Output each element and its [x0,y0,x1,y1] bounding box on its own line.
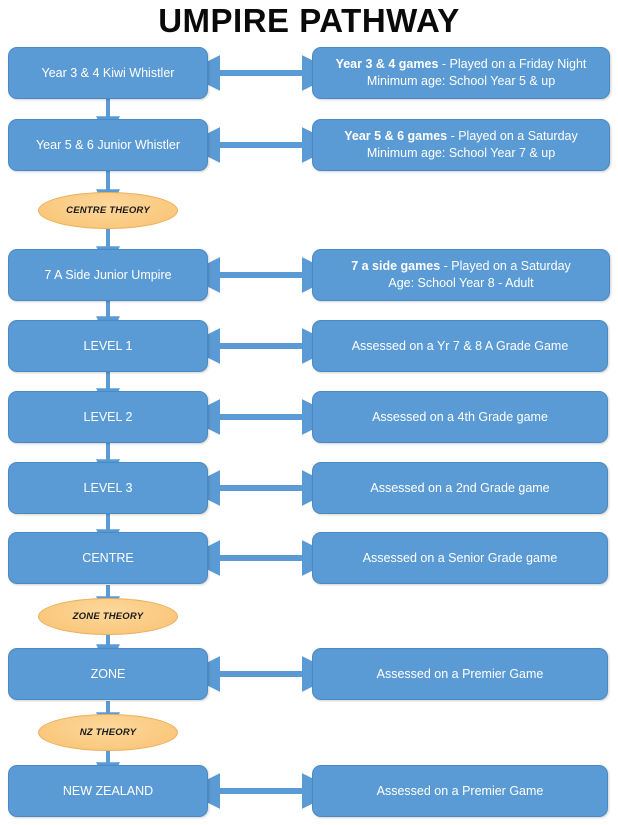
detail-line2: Minimum age: School Year 7 & up [366,146,556,160]
detail-node-seven-a-side-junior-umpire[interactable]: 7 a side games - Played on a Saturday Ag… [312,249,610,301]
level-node-label: LEVEL 3 [83,480,133,495]
theory-gate-label: NZ THEORY [79,727,137,738]
detail-line1-rest: - Played on a Friday Night [438,57,587,71]
theory-gate-zone-theory[interactable]: ZONE THEORY [38,598,178,635]
detail-line1-rest: Assessed on a Premier Game [376,783,544,798]
theory-gate-label: CENTRE THEORY [66,205,150,216]
level-node-level-2[interactable]: LEVEL 2 [8,391,208,443]
theory-gate-centre-theory[interactable]: CENTRE THEORY [38,192,178,229]
detail-node-level-3[interactable]: Assessed on a 2nd Grade game [312,462,608,514]
theory-gate-nz-theory[interactable]: NZ THEORY [38,714,178,751]
detail-line1-rest: Assessed on a Premier Game [376,666,544,681]
level-node-label: Year 5 & 6 Junior Whistler [35,137,181,152]
double-headed-arrow-icon [184,55,338,809]
detail-node-level-2[interactable]: Assessed on a 4th Grade game [312,391,608,443]
level-node-junior-whistler[interactable]: Year 5 & 6 Junior Whistler [8,119,208,171]
page-title: UMPIRE PATHWAY [158,2,460,39]
detail-line2: Age: School Year 8 - Adult [388,276,534,290]
detail-line1-strong: Year 3 & 4 games [335,57,439,71]
level-node-label: 7 A Side Junior Umpire [44,267,172,282]
level-node-label: NEW ZEALAND [62,783,154,798]
level-node-new-zealand[interactable]: NEW ZEALAND [8,765,208,817]
detail-line2: Minimum age: School Year 5 & up [366,74,556,88]
detail-line1-rest: - Played on a Saturday [440,259,571,273]
level-node-label: ZONE [90,666,126,681]
level-node-label: CENTRE [82,550,134,565]
level-node-level-3[interactable]: LEVEL 3 [8,462,208,514]
level-node-label: Year 3 & 4 Kiwi Whistler [41,65,175,80]
detail-line1-rest: - Played on a Saturday [447,129,578,143]
detail-node-junior-whistler[interactable]: Year 5 & 6 games - Played on a Saturday … [312,119,610,171]
detail-node-zone[interactable]: Assessed on a Premier Game [312,648,608,700]
detail-line1-rest: Assessed on a Yr 7 & 8 A Grade Game [351,338,569,353]
detail-line1-rest: Assessed on a 4th Grade game [372,409,548,424]
detail-node-level-1[interactable]: Assessed on a Yr 7 & 8 A Grade Game [312,320,608,372]
detail-line1-strong: 7 a side games [351,259,441,273]
level-node-zone[interactable]: ZONE [8,648,208,700]
level-node-label: LEVEL 2 [83,409,133,424]
detail-line1-rest: Assessed on a 2nd Grade game [370,480,550,495]
level-node-kiwi-whistler[interactable]: Year 3 & 4 Kiwi Whistler [8,47,208,99]
level-node-centre[interactable]: CENTRE [8,532,208,584]
level-node-label: LEVEL 1 [83,338,133,353]
detail-node-new-zealand[interactable]: Assessed on a Premier Game [312,765,608,817]
detail-line1-strong: Year 5 & 6 games [344,129,448,143]
level-node-level-1[interactable]: LEVEL 1 [8,320,208,372]
theory-gate-label: ZONE THEORY [72,611,144,622]
detail-node-kiwi-whistler[interactable]: Year 3 & 4 games - Played on a Friday Ni… [312,47,610,99]
level-node-seven-a-side-junior-umpire[interactable]: 7 A Side Junior Umpire [8,249,208,301]
detail-node-centre[interactable]: Assessed on a Senior Grade game [312,532,608,584]
detail-line1-rest: Assessed on a Senior Grade game [362,550,558,565]
